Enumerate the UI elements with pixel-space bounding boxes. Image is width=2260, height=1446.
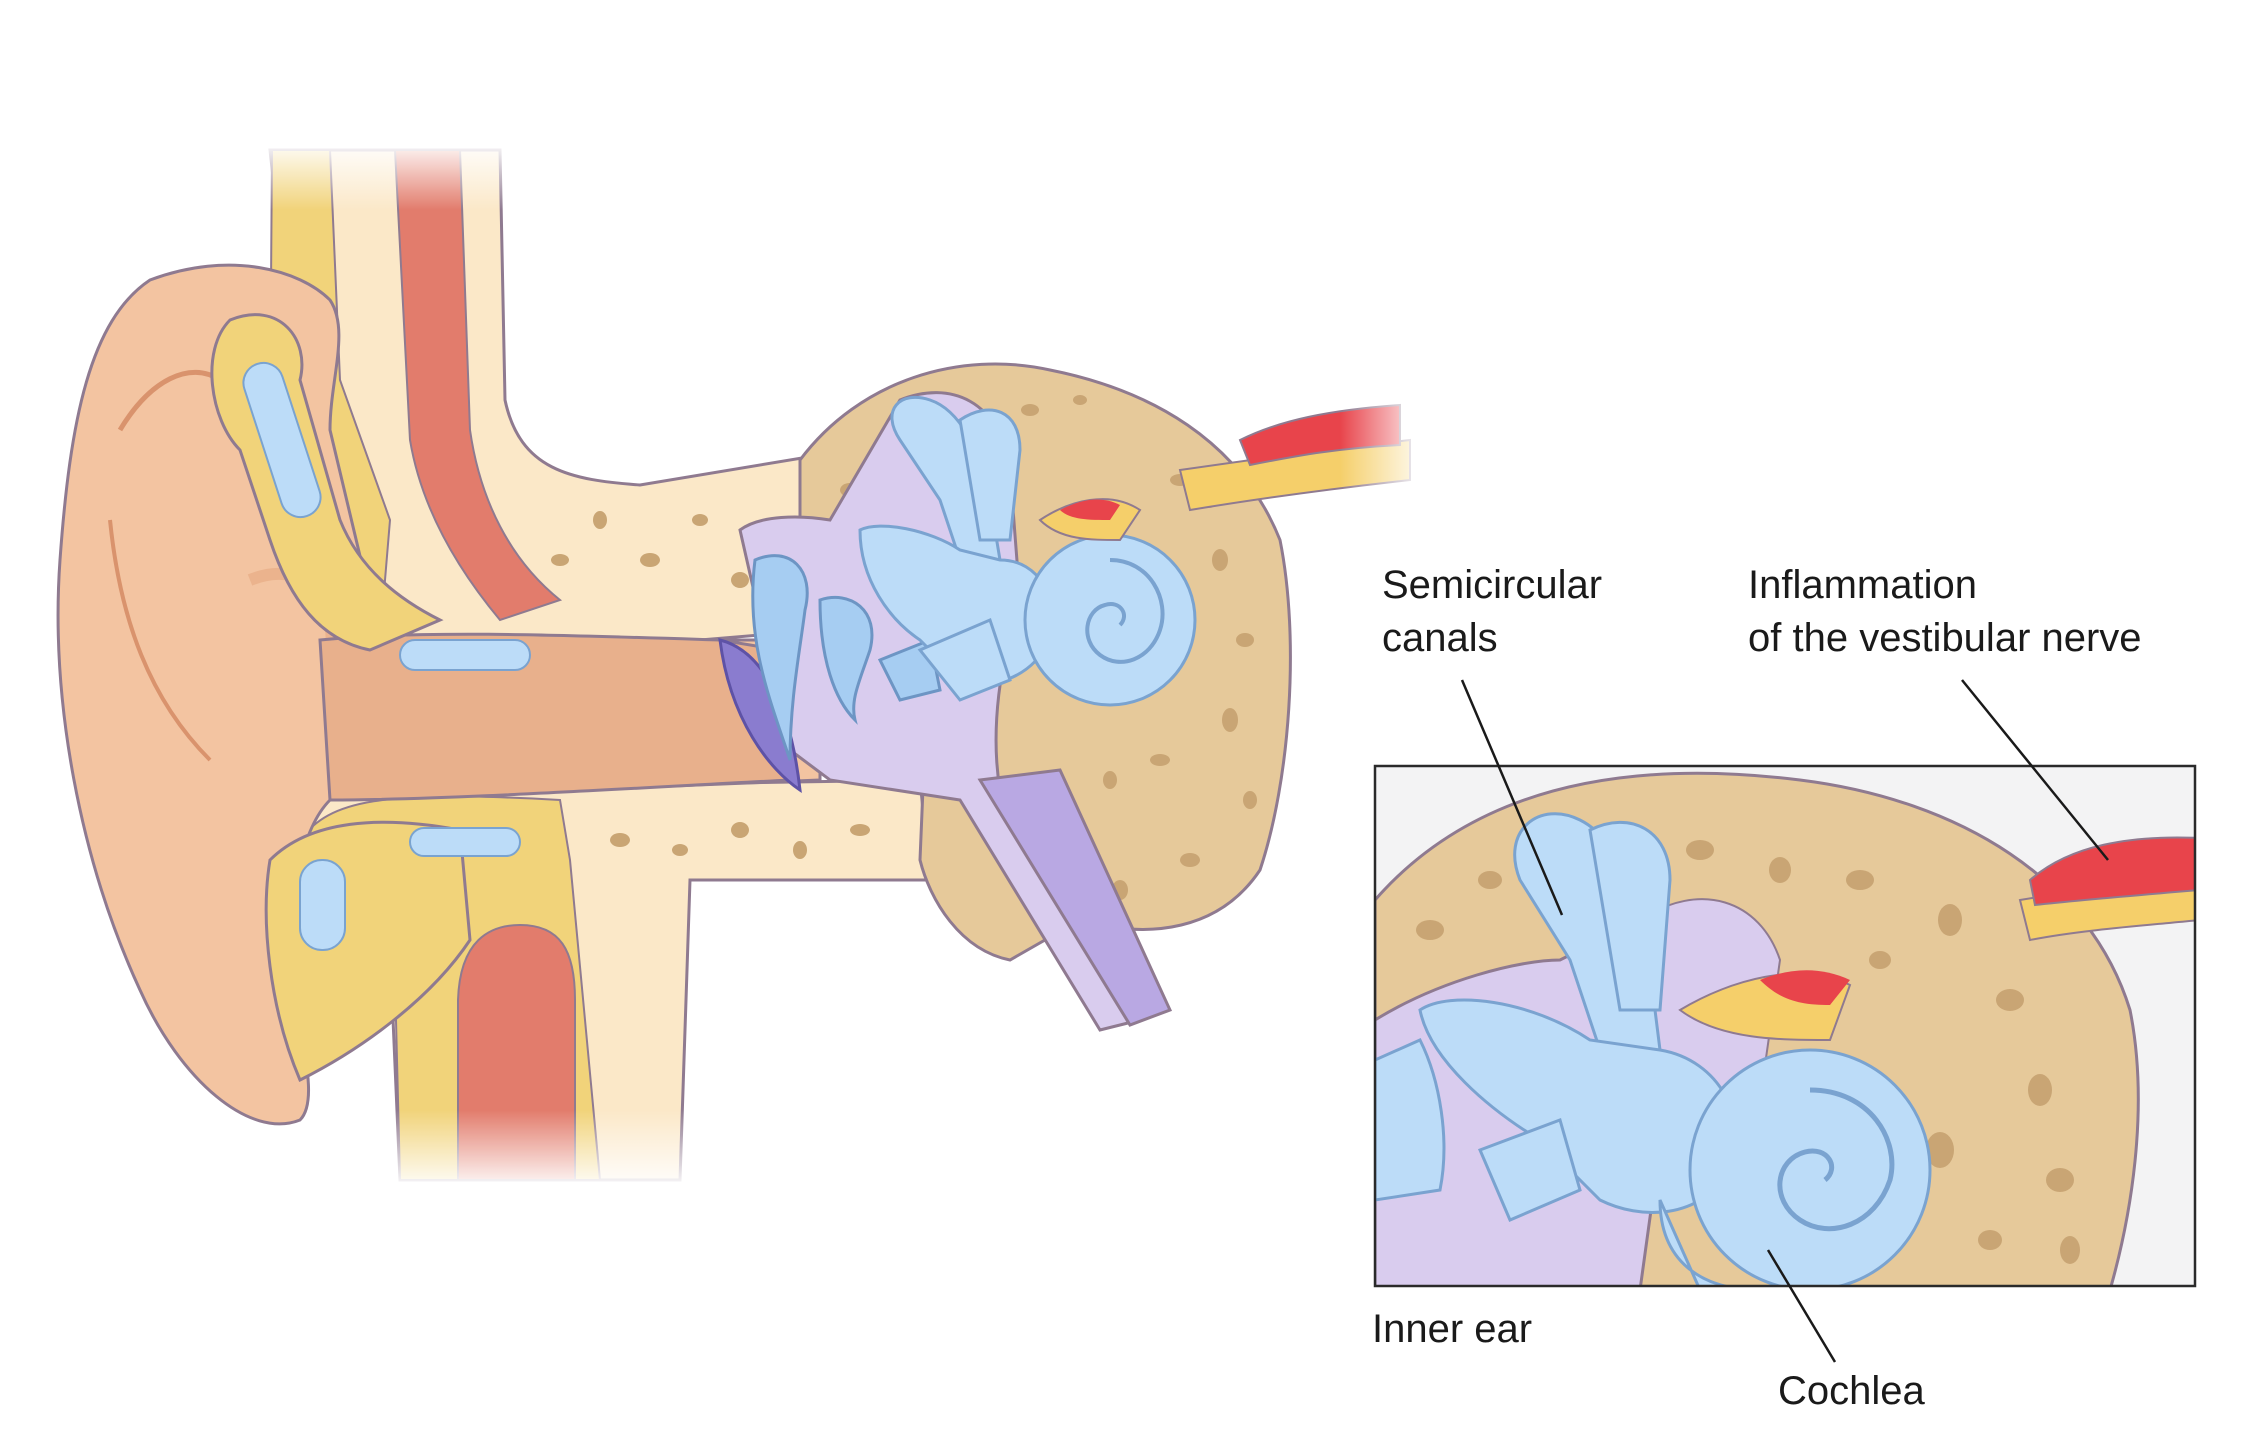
inflammation-leader <box>1961 679 2109 861</box>
leader-lines <box>1460 679 2109 1363</box>
eardrum <box>718 638 802 794</box>
ear-canal <box>318 632 792 802</box>
cochlea-leader <box>1766 1249 1837 1363</box>
label-cochlea: Cochlea <box>1778 1369 1926 1413</box>
inner-ear-labyrinth <box>858 395 1197 707</box>
inset-magnified-inner-ear <box>1373 764 2197 1288</box>
inset-frame <box>1373 764 2197 1288</box>
label-semicircular-line2: canals <box>1382 616 1498 660</box>
label-inner-ear: Inner ear <box>1372 1307 1532 1351</box>
cartilage <box>210 313 531 1083</box>
label-inflammation-line1: Inflammation <box>1748 563 1977 607</box>
labels: Semicircular canals Inflammation of the … <box>1372 563 2142 1413</box>
label-semicircular-line1: Semicircular <box>1382 563 1602 607</box>
main-ear-illustration <box>56 140 1430 1190</box>
semicircular-leader <box>1460 679 1564 916</box>
label-inflammation-line2: of the vestibular nerve <box>1748 616 2142 660</box>
eustachian-tube <box>977 768 1173 1027</box>
